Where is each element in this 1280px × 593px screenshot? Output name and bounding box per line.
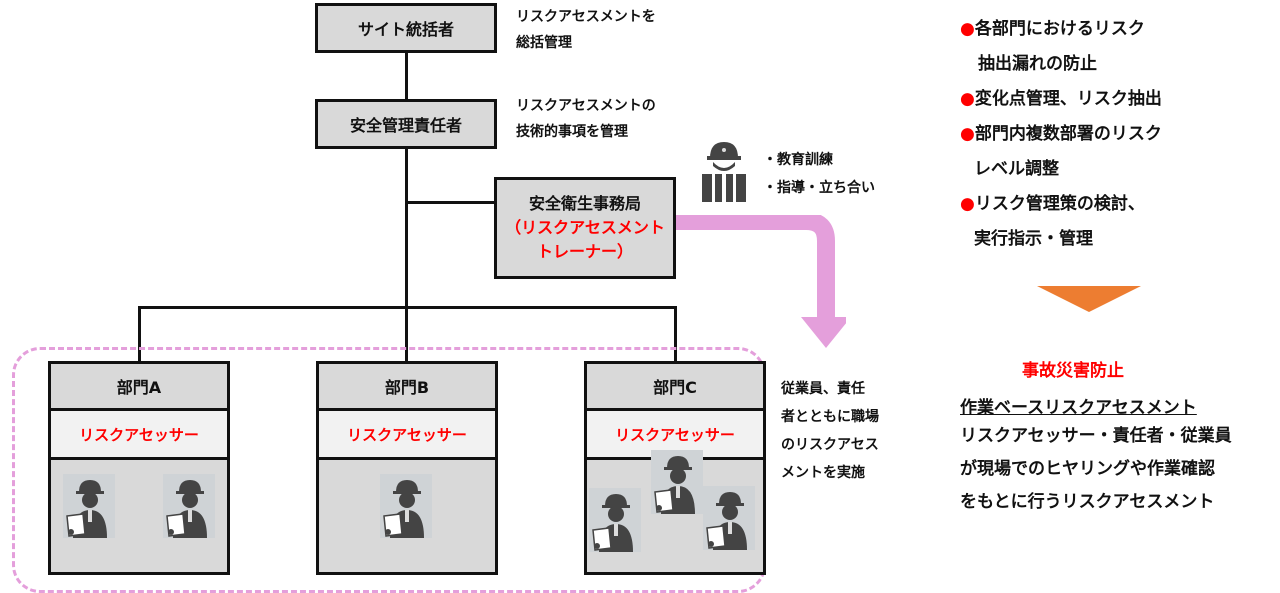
connector-dept-b [405, 306, 408, 362]
site-manager-note: リスクアセスメントを 総括管理 [516, 9, 656, 51]
flow-arrow [676, 215, 846, 348]
safety-manager-note: リスクアセスメントの 技術的事項を管理 [516, 98, 656, 140]
result-body: リスクアセッサー・責任者・従業員 が現場でのヒヤリングや作業確認 をもとに行うリ… [960, 426, 1232, 512]
result-subtitle: 作業ベースリスクアセスメント [960, 398, 1197, 418]
list-item: ●部門内複数部署のリスク [960, 124, 1162, 144]
inspector-worker-icon [63, 474, 115, 538]
list-item-cont: レベル調整 [974, 159, 1059, 179]
connector-dept-a [138, 306, 141, 362]
inspector-worker-icon [380, 474, 432, 538]
connector-secretariat [405, 201, 495, 204]
department-a-role: リスクアセッサー [51, 411, 227, 460]
secretariat-box: 安全衛生事務局 （リスクアセスメント トレーナー） [494, 177, 676, 279]
responsibility-list: ●各部門におけるリスク 抽出漏れの防止 ●変化点管理、リスク抽出 ●部門内複数部… [960, 12, 1162, 257]
list-item: ●変化点管理、リスク抽出 [960, 89, 1162, 109]
secretariat-sub-2: トレーナー） [536, 242, 633, 261]
department-c-role: リスクアセッサー [587, 411, 763, 460]
safety-manager-label: 安全管理責任者 [349, 116, 462, 135]
department-a-name: 部門A [51, 364, 227, 411]
connector-vertical-main [405, 50, 408, 308]
department-b-name: 部門B [319, 364, 495, 411]
site-manager-box: サイト統括者 [315, 3, 497, 53]
inspector-worker-icon [163, 474, 215, 538]
inspector-worker-icon [703, 486, 755, 550]
department-c-name: 部門C [587, 364, 763, 411]
department-b: 部門B リスクアセッサー [316, 361, 498, 575]
secretariat-sub-1: （リスクアセスメント [505, 218, 665, 237]
list-item: ●各部門におけるリスク [960, 19, 1145, 39]
list-item-cont: 実行指示・管理 [974, 229, 1093, 249]
down-arrow-icon [1037, 286, 1141, 312]
department-a: 部門A リスクアセッサー [48, 361, 230, 575]
department-note: 従業員、責任 者とともに職場 のリスクアセス メントを実施 [781, 381, 879, 481]
inspector-worker-icon [651, 450, 703, 514]
connector-dept-c [674, 306, 677, 362]
site-manager-label: サイト統括者 [357, 20, 454, 39]
secretariat-label: 安全衛生事務局 [528, 194, 641, 213]
safety-manager-box: 安全管理責任者 [315, 99, 497, 149]
inspector-worker-icon [589, 488, 641, 552]
list-item: ●リスク管理策の検討、 [960, 194, 1145, 214]
list-item-cont: 抽出漏れの防止 [978, 54, 1097, 74]
department-b-role: リスクアセッサー [319, 411, 495, 460]
safety-worker-icon [698, 136, 750, 202]
result-title: 事故災害防止 [1022, 361, 1124, 381]
trainer-tasks: ・教育訓練 ・指導・立ち合い [763, 152, 875, 196]
